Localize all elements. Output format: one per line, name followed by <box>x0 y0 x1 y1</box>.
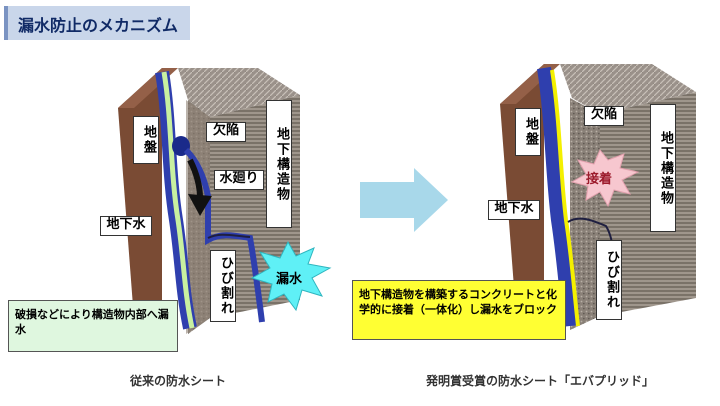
left-sheet-green <box>161 71 195 329</box>
right-structure-label: 地下構造物 <box>650 104 676 232</box>
right-note: 地下構造物を構築するコンクリートと化学的に接着（一体化）し漏水をブロック <box>352 280 566 340</box>
right-caption: 発明賞受賞の防水シート「エバプリッド」 <box>426 374 655 388</box>
bond-burst-icon <box>570 149 640 208</box>
left-structure-label: 地下構造物 <box>266 100 292 228</box>
water-flow-arrowhead <box>188 194 212 216</box>
left-ground-label: 地盤 <box>133 116 159 164</box>
left-defect-label: 欠陥 <box>206 122 246 142</box>
right-concrete-front <box>570 98 600 330</box>
right-sheet-yellow <box>550 69 580 327</box>
right-concrete-top <box>560 64 696 114</box>
right-defect-label: 欠陥 <box>584 106 624 126</box>
right-ground-label: 地盤 <box>515 108 541 156</box>
right-sheet-blue <box>537 66 577 327</box>
water-flow-arrow-icon <box>187 158 203 199</box>
right-groundwater-label: 地下水 <box>488 200 540 220</box>
left-crack <box>207 233 251 239</box>
page-title: 漏水防止のメカニズム <box>4 6 190 40</box>
leak-label: 漏水 <box>276 272 303 287</box>
left-concrete-top <box>178 68 300 117</box>
left-caption: 従来の防水シート <box>130 374 227 388</box>
left-water-around-label: 水廻り <box>214 170 264 190</box>
left-groundwater-label: 地下水 <box>100 216 152 236</box>
left-crack-label: ひび割れ <box>210 250 236 322</box>
right-crack-label: ひび割れ <box>596 240 622 320</box>
left-note: 破損などにより構造物内部へ漏水 <box>8 300 178 352</box>
leak-burst-icon <box>250 240 332 312</box>
bond-label: 接着 <box>586 172 613 187</box>
right-arrow-icon <box>360 168 448 232</box>
